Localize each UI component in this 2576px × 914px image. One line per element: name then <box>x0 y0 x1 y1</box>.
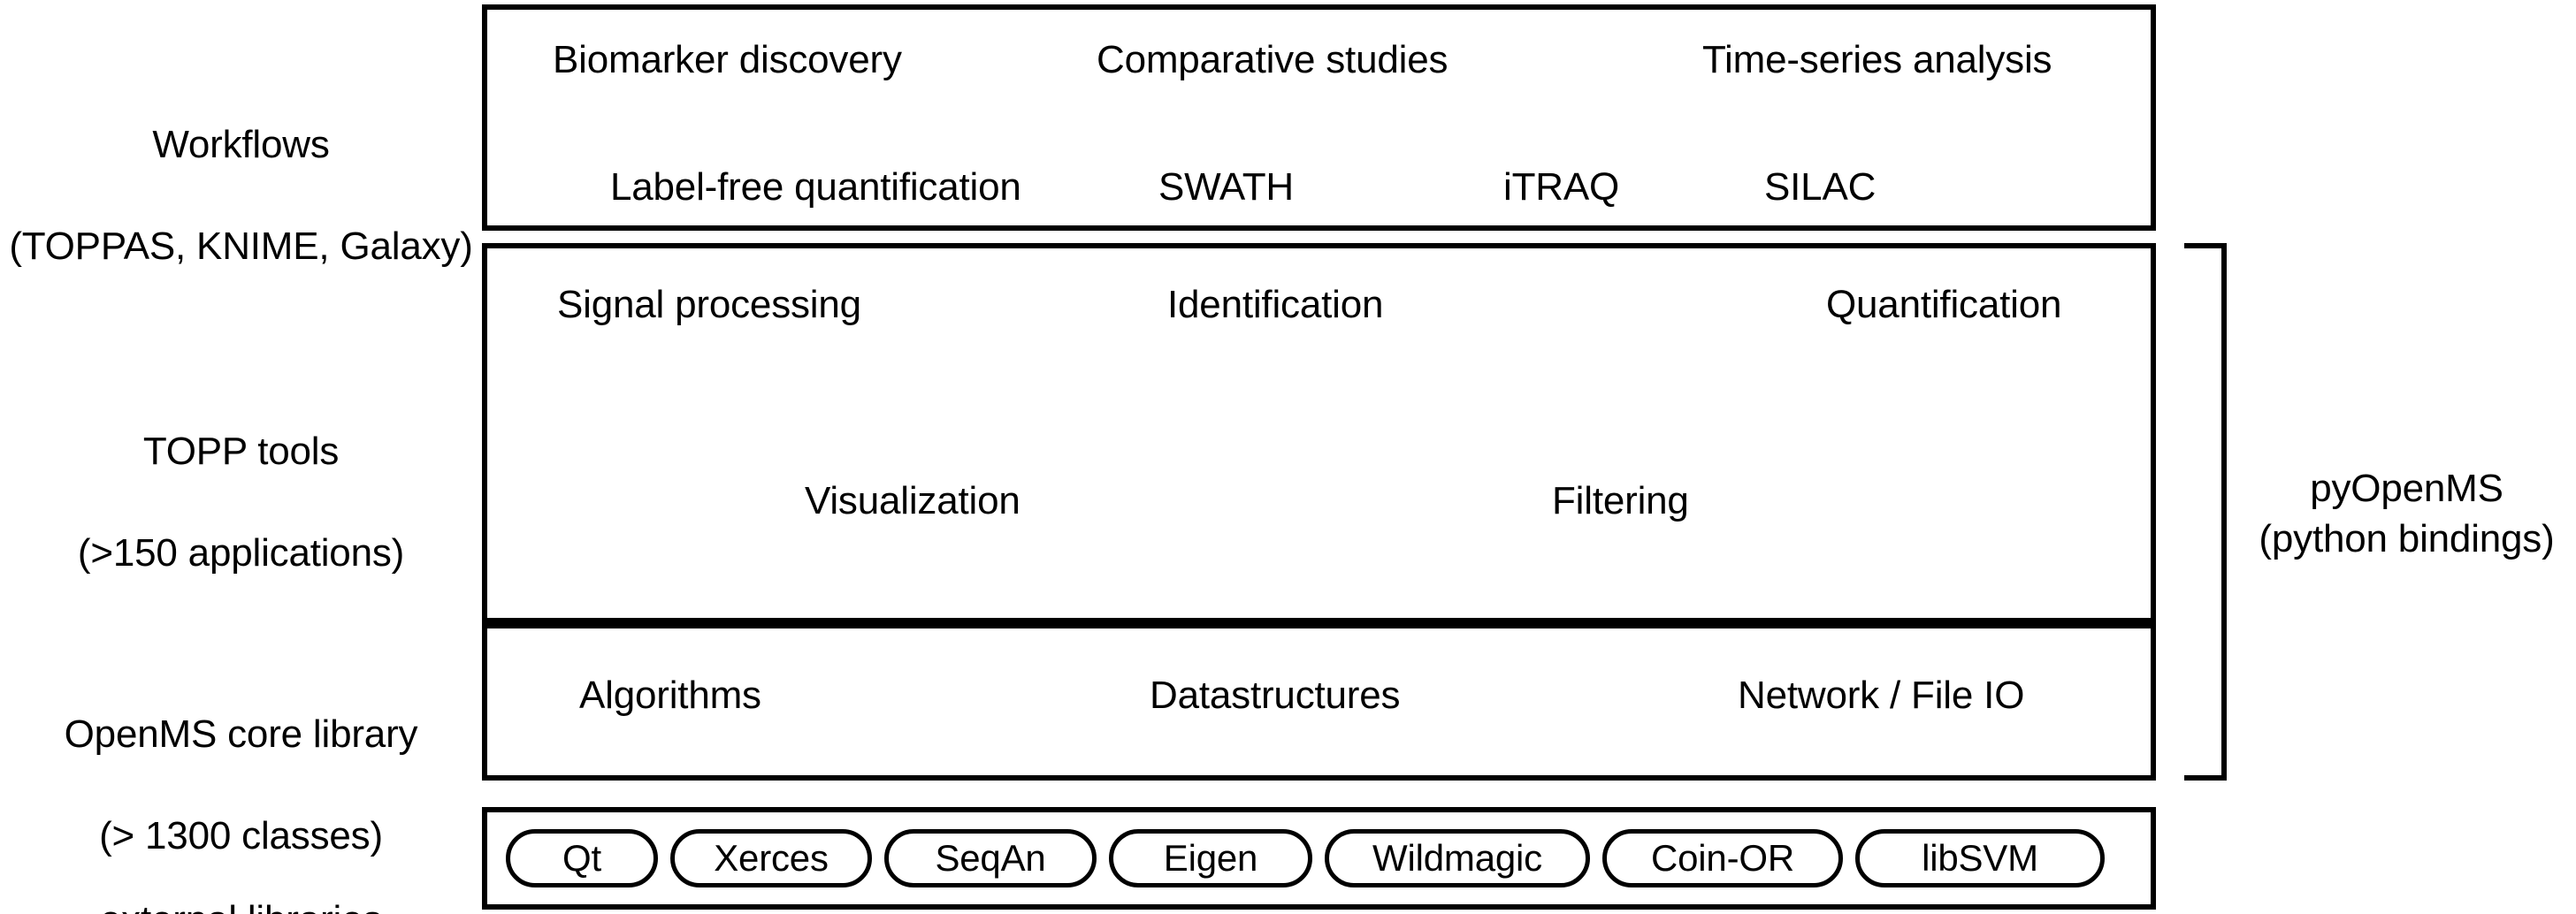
workflows-box <box>482 4 2156 231</box>
row-label-external-libraries-line1: external libraries <box>0 895 482 914</box>
pyopenms-label-line2: (python bindings) <box>2259 517 2555 561</box>
pyopenms-bracket <box>2184 243 2227 781</box>
topp-tools-item-filtering: Filtering <box>1552 479 1689 522</box>
workflows-item-swath: SWATH <box>1158 165 1294 209</box>
external-library-pill-xerces: Xerces <box>670 829 872 887</box>
row-label-topp-tools-line1: TOPP tools <box>142 430 340 474</box>
pyopenms-label: pyOpenMS (python bindings) <box>2237 463 2576 564</box>
row-label-core-library: OpenMS core library (> 1300 classes) <box>0 659 482 911</box>
bracket-top-arm <box>2184 243 2227 248</box>
external-library-pill-qt: Qt <box>506 829 658 887</box>
workflows-item-time-series-analysis: Time-series analysis <box>1702 38 2052 81</box>
pyopenms-label-line1: pyOpenMS <box>2310 467 2503 510</box>
workflows-item-label-free-quantification: Label-free quantification <box>610 165 1021 209</box>
row-label-workflows-line1: Workflows <box>152 123 330 167</box>
topp-tools-item-signal-processing: Signal processing <box>557 283 861 326</box>
row-label-workflows: Workflows (TOPPAS, KNIME, Galaxy) <box>0 69 482 322</box>
core-library-item-algorithms: Algorithms <box>579 674 761 717</box>
core-library-item-datastructures: Datastructures <box>1150 674 1401 717</box>
row-label-topp-tools-line2: (>150 applications) <box>77 530 405 575</box>
external-library-pill-coin-or: Coin-OR <box>1602 829 1843 887</box>
external-library-pill-seqan: SeqAn <box>884 829 1097 887</box>
row-label-external-libraries: external libraries <box>0 844 482 914</box>
external-libraries-pill-row: Qt Xerces SeqAn Eigen Wildmagic Coin-OR … <box>506 829 2133 887</box>
workflows-item-itraq: iTRAQ <box>1503 165 1620 209</box>
core-library-box <box>482 623 2156 781</box>
row-label-core-library-line1: OpenMS core library <box>64 712 418 757</box>
core-library-item-network-file-io: Network / File IO <box>1738 674 2025 717</box>
topp-tools-box <box>482 243 2156 623</box>
row-label-topp-tools: TOPP tools (>150 applications) <box>0 376 482 628</box>
row-label-core-library-line2: (> 1300 classes) <box>99 813 383 857</box>
external-library-pill-eigen: Eigen <box>1109 829 1312 887</box>
bracket-bottom-arm <box>2184 775 2227 781</box>
bracket-stem <box>2221 243 2227 781</box>
workflows-item-biomarker-discovery: Biomarker discovery <box>553 38 902 81</box>
workflows-item-silac: SILAC <box>1764 165 1877 209</box>
external-library-pill-libsvm: libSVM <box>1855 829 2105 887</box>
external-library-pill-wildmagic: Wildmagic <box>1325 829 1590 887</box>
topp-tools-item-visualization: Visualization <box>805 479 1020 522</box>
row-label-workflows-line2: (TOPPAS, KNIME, Galaxy) <box>9 224 473 268</box>
topp-tools-item-identification: Identification <box>1167 283 1384 326</box>
topp-tools-item-quantification: Quantification <box>1826 283 2062 326</box>
workflows-item-comparative-studies: Comparative studies <box>1097 38 1449 81</box>
